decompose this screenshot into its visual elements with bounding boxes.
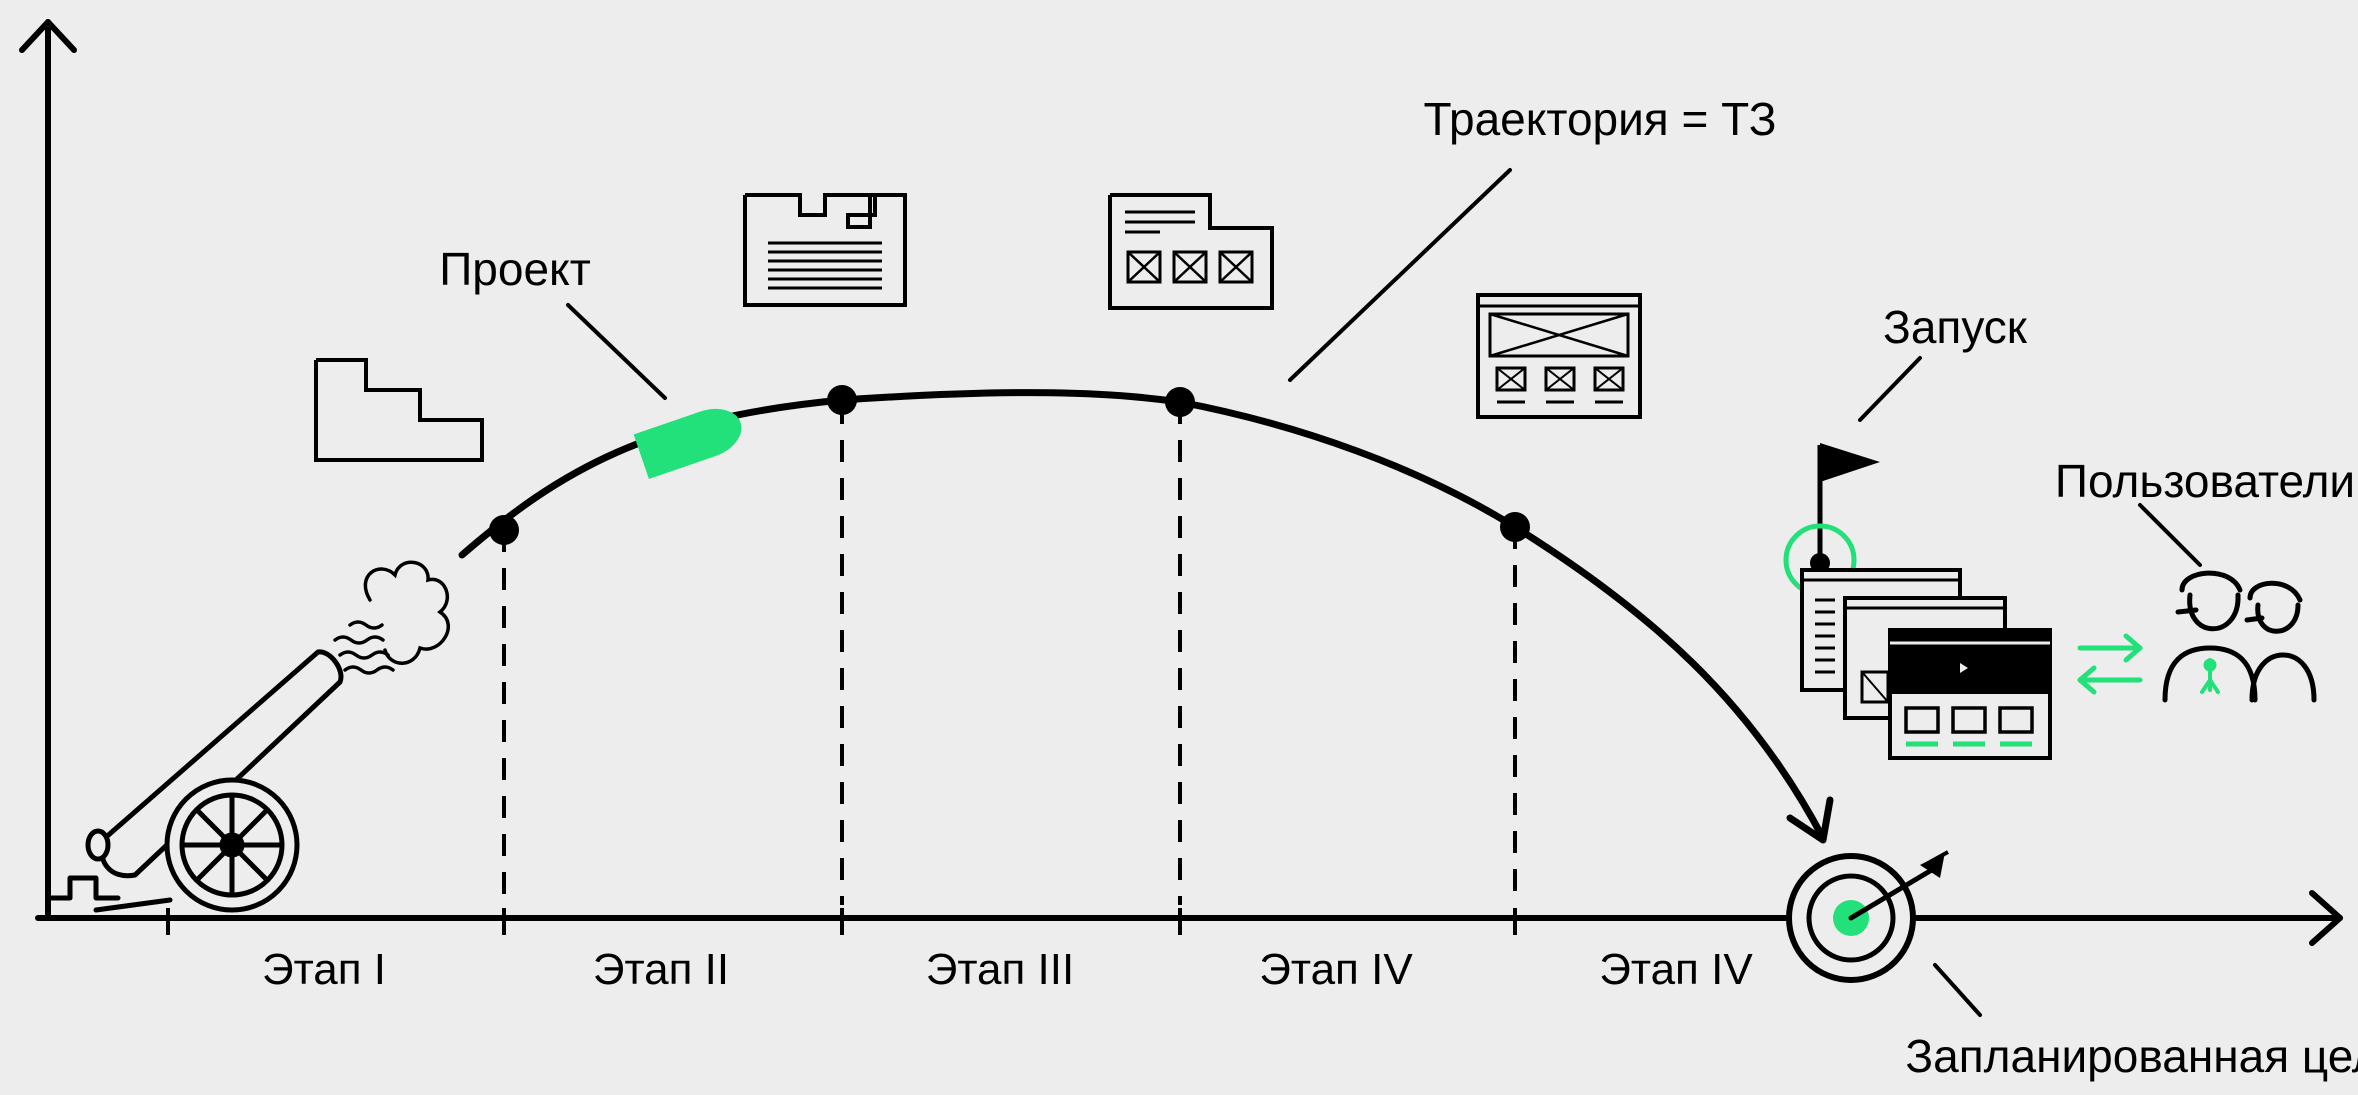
y-axis [19, 19, 77, 921]
mockup-icon [314, 358, 484, 462]
project-label: Проект [439, 243, 591, 295]
leader-lines [566, 168, 2202, 1017]
target-label: Запланированная цель [1905, 1030, 2358, 1082]
screens-stack-icon [1800, 568, 2052, 760]
exchange-arrows-icon [2077, 633, 2143, 695]
stage-label-2: Этап II [593, 945, 729, 994]
arrow-icon [1786, 796, 1834, 844]
trajectory-node [827, 385, 857, 415]
stage-label-5: Этап IV [1599, 945, 1753, 994]
mockup-icon [1108, 193, 1274, 310]
x-axis [35, 890, 2343, 946]
mockup-icon [743, 193, 907, 307]
users-icon [2162, 570, 2317, 703]
trajectory-nodes [489, 385, 1530, 545]
stage-label-1: Этап I [262, 945, 386, 994]
users-label: Пользователи [2055, 455, 2355, 507]
cannon-icon [45, 649, 344, 921]
launch-label: Запуск [1883, 301, 2028, 353]
stage-dividers [502, 402, 1517, 905]
projectile-icon [633, 409, 742, 479]
mockup-icon [1476, 293, 1642, 419]
target-icon [1786, 850, 1949, 983]
trajectory-node [1500, 512, 1530, 542]
stage-ticks [166, 908, 1517, 935]
stage-label-3: Этап III [926, 945, 1074, 994]
stage-label-4: Этап IV [1259, 945, 1413, 994]
trajectory-node [1165, 387, 1195, 417]
stage-labels: Этап I Этап II Этап III Этап IV Этап IV [262, 945, 1753, 994]
smoke-icon [333, 560, 451, 675]
trajectory-node [489, 515, 519, 545]
trajectory-label: Траектория = ТЗ [1423, 93, 1776, 145]
